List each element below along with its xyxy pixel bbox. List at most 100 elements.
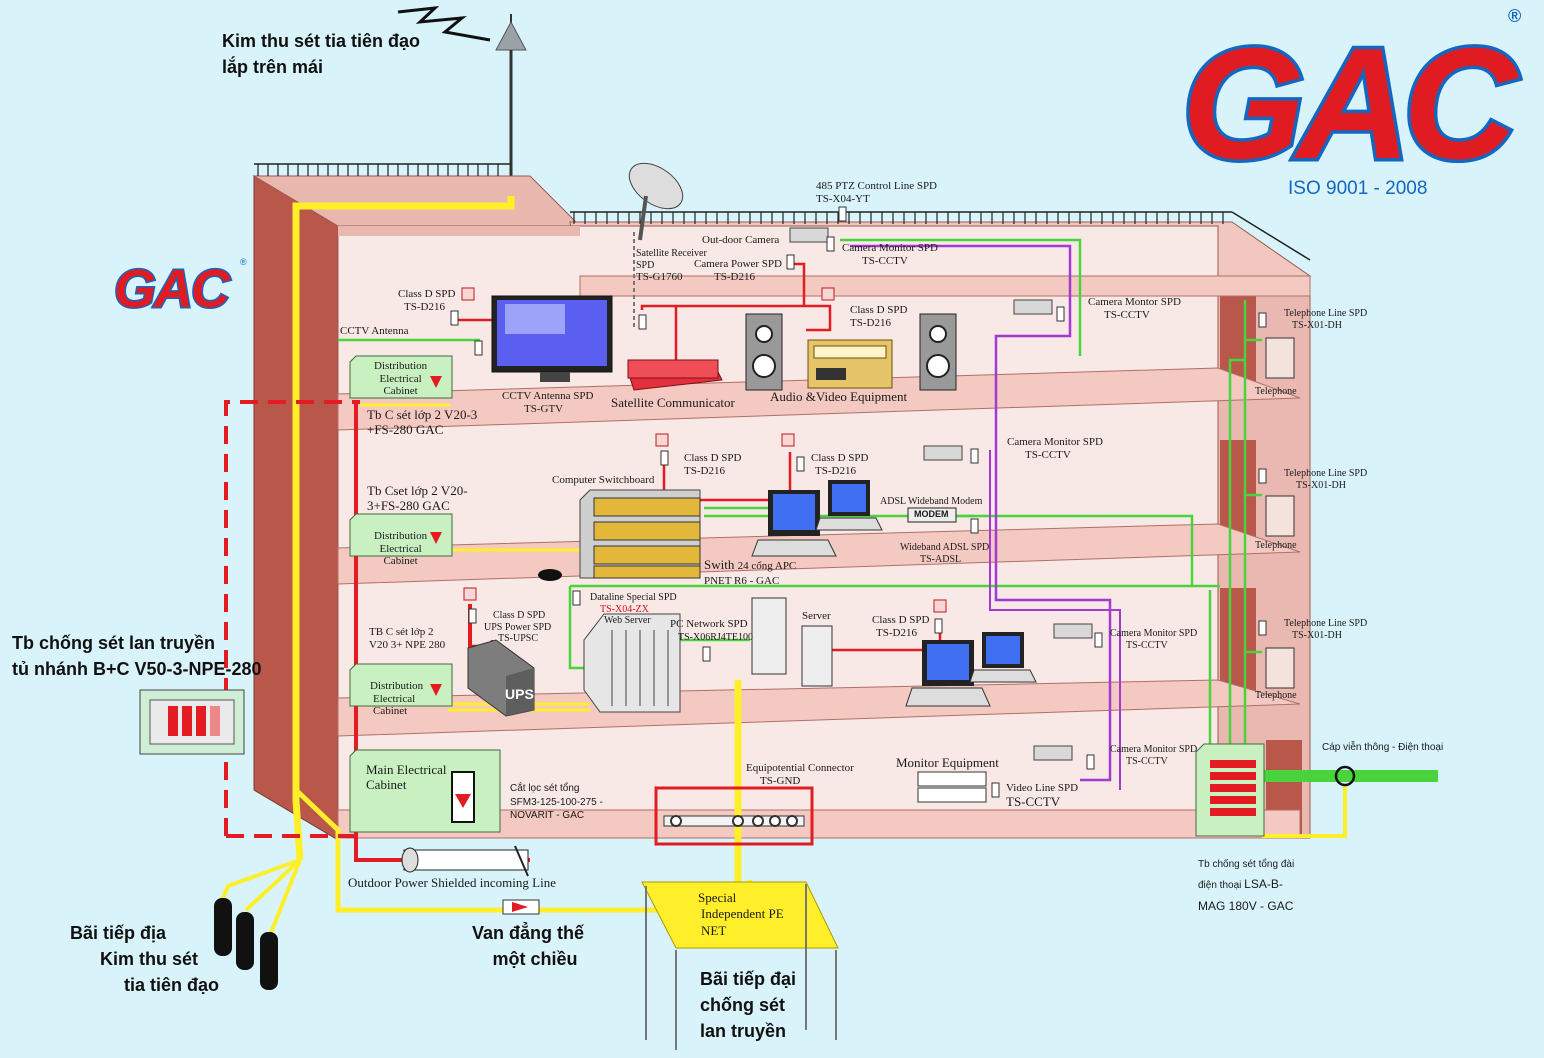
spd-marker [970, 448, 979, 464]
spd-marker [1258, 468, 1267, 484]
computer-icon [751, 480, 1037, 707]
telephone-1-label: Telephone [1255, 386, 1297, 397]
surge-protector-icon [450, 206, 1267, 798]
satellite-communicator-icon [627, 359, 723, 391]
adsl-modem-label: ADSL Wideband Modem [880, 496, 983, 507]
power-outlet-marker [655, 433, 669, 447]
spd-marker [1086, 754, 1095, 770]
distribution-cabinet-icon [349, 355, 453, 707]
outdoor-camera-label: Out-door Camera [702, 234, 780, 246]
server-icon [583, 597, 833, 713]
spd-marker [838, 206, 847, 222]
air-terminal-icon [495, 14, 527, 196]
ground-rod-label-2: Kim thu sét [100, 949, 199, 969]
spd-marker [1094, 632, 1103, 648]
roof-railing [254, 163, 1311, 261]
power-outlet-marker [781, 433, 795, 447]
registered-mark-small: ® [240, 257, 247, 267]
telephone-3-label: Telephone [1255, 690, 1297, 701]
spd-marker [638, 314, 647, 330]
spd-marker [934, 618, 943, 634]
ground-rod-label-3: tia tiên đạo [124, 975, 220, 995]
telephone-icon [1265, 337, 1295, 689]
av-equipment-label: Audio &Video Equipment [770, 389, 908, 404]
spd-marker [474, 340, 483, 356]
modem-icon [907, 507, 957, 523]
spd-marker [468, 608, 477, 624]
main-cabinet-icon [349, 749, 501, 833]
registered-mark: ® [1508, 6, 1522, 26]
ups-icon [467, 639, 535, 717]
modem-text: MODEM [914, 509, 949, 519]
power-outlet-marker [933, 599, 947, 613]
tb-c-2-label: Tb Cset lớp 2 V20-3+FS-280 GAC [367, 483, 468, 513]
av-equipment-icon [807, 339, 893, 389]
spd-marker [702, 646, 711, 662]
computer-switchboard-label: Computer Switchboard [552, 474, 655, 486]
camera-icon [789, 227, 1093, 761]
spd-marker [826, 236, 835, 252]
spd-marker [991, 782, 1000, 798]
tb-c-1-label: Tb C sét lớp 2 V20-3+FS-280 GAC [367, 407, 478, 437]
satellite-communicator-label: Satellite Communicator [611, 395, 735, 410]
gac-logo-large: GAC [1178, 13, 1520, 196]
power-outlet-marker [821, 287, 835, 301]
valve-icon [502, 899, 540, 915]
computer-switchboard-icon [579, 489, 701, 579]
speaker-icon [745, 313, 957, 391]
cctv-antenna-label: CCTV Antenna [340, 325, 409, 337]
satellite-dish-icon [628, 162, 684, 330]
ups-text: UPS [505, 686, 534, 702]
ground-rod-icon [214, 858, 302, 990]
spd-marker [572, 590, 581, 606]
spd-marker [450, 310, 459, 326]
spd-marker [786, 254, 795, 270]
outdoor-power-label: Outdoor Power Shielded incoming Line [348, 875, 556, 890]
tv-monitor-icon [491, 295, 613, 382]
spd-marker [796, 456, 805, 472]
spd-marker [1258, 620, 1267, 636]
spd-marker [970, 518, 979, 534]
monitor-equipment-label: Monitor Equipment [896, 755, 999, 770]
spd-marker [1258, 312, 1267, 328]
server-label: Server [802, 610, 831, 622]
lightning-icon [397, 6, 491, 42]
spd-marker [1056, 306, 1065, 322]
monitor-equipment-icon [917, 771, 987, 803]
outdoor-power-cable [401, 845, 529, 877]
power-outlet-marker [463, 587, 477, 601]
